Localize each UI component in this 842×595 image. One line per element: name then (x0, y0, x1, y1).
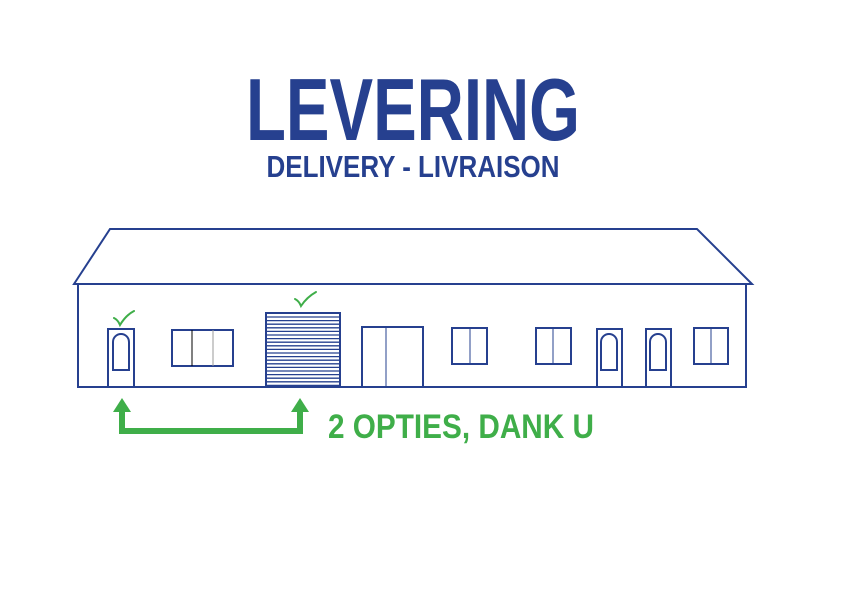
arrow-icon (113, 398, 309, 434)
checkmark-icon (113, 310, 135, 328)
door-entrance (107, 328, 135, 388)
window (693, 327, 729, 365)
window (171, 329, 234, 367)
checkmark-icon (294, 291, 317, 309)
title: LEVERING (246, 60, 580, 159)
window (535, 327, 572, 365)
subtitle: DELIVERY - LIVRAISON (267, 149, 560, 184)
garage-door (265, 312, 341, 388)
options-note: 2 OPTIES, DANK U (328, 408, 594, 446)
double-door (361, 326, 424, 388)
roof (72, 228, 755, 285)
building (72, 228, 755, 388)
window (451, 327, 488, 365)
door (645, 328, 672, 388)
door (596, 328, 623, 388)
